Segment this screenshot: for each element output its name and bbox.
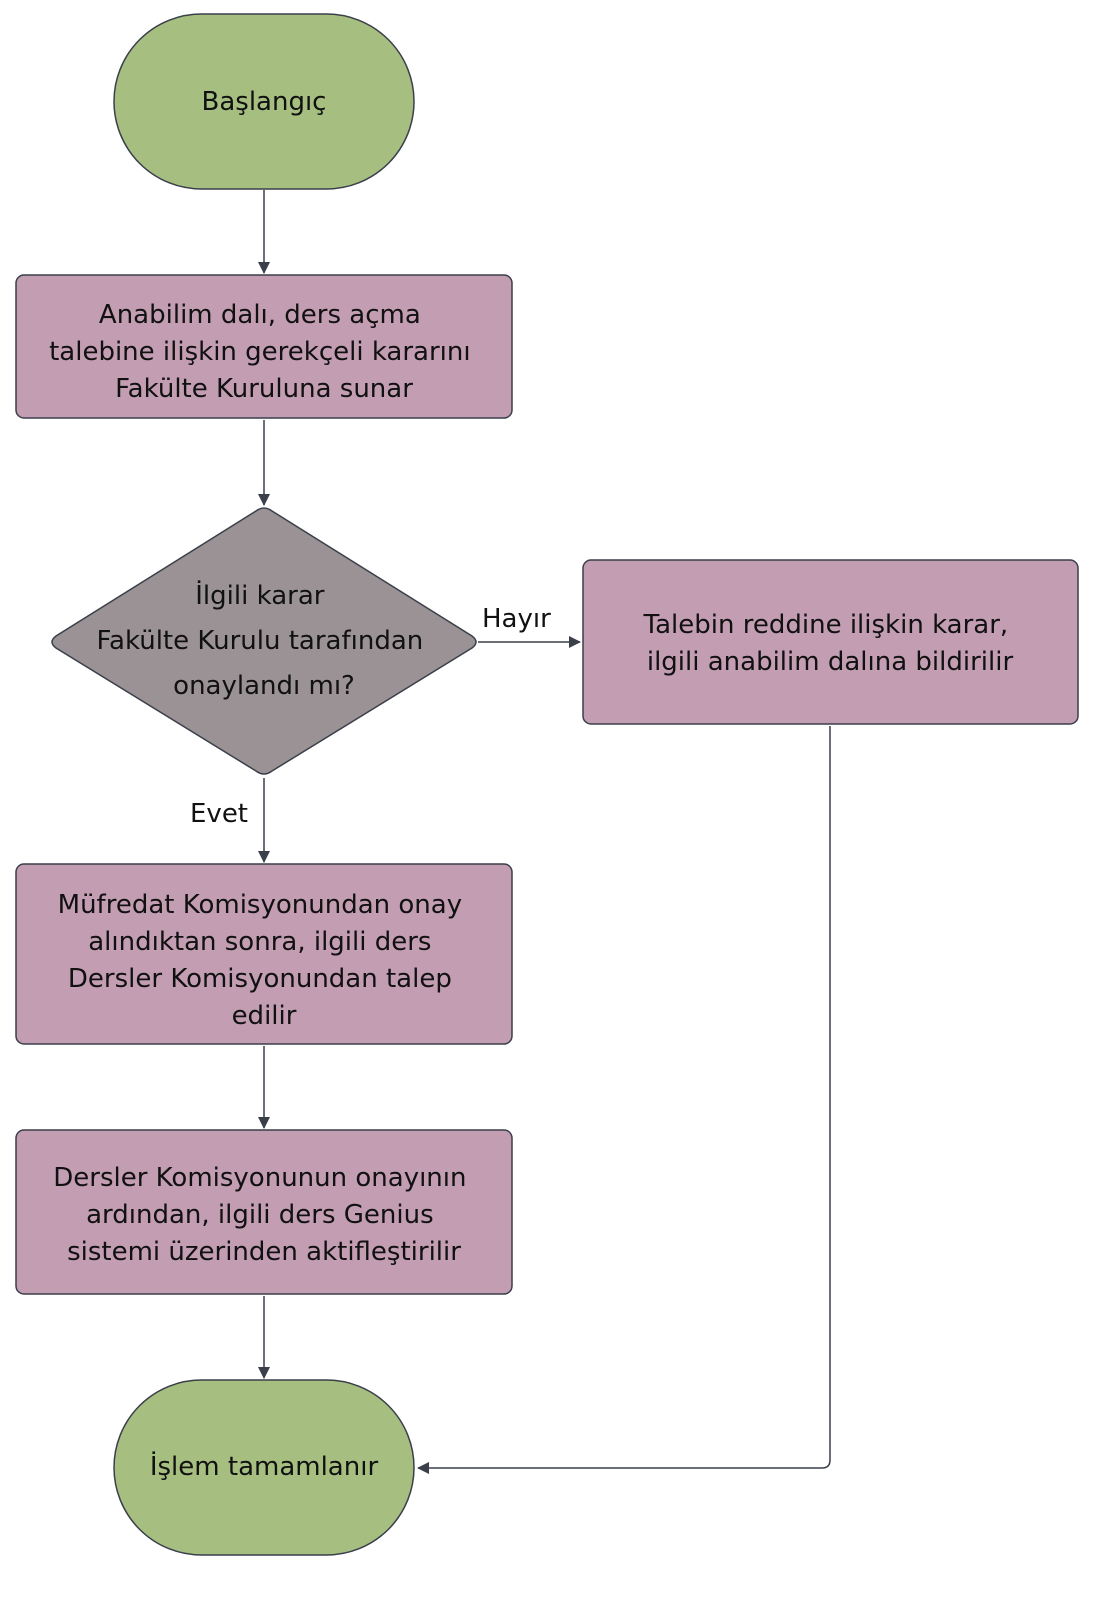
process-activate-course: Dersler Komisyonunun onayının ardından, … <box>15 1129 513 1295</box>
process-reject-notify: Talebin reddine ilişkin karar, ilgili an… <box>582 559 1079 725</box>
node-text: Talebin reddine ilişkin karar, <box>643 610 1009 640</box>
node-text: ilgili anabilim dalına bildirilir <box>647 647 1014 677</box>
node-text: Müfredat Komisyonundan onay <box>58 890 462 920</box>
node-text: edilir <box>232 1001 297 1031</box>
node-text: onaylandı mı? <box>173 671 355 701</box>
edge-label-yes: Evet <box>190 799 248 829</box>
process-submit-request: Anabilim dalı, ders açma talebine ilişki… <box>15 274 513 419</box>
node-text: İşlem tamamlanır <box>150 1450 379 1482</box>
node-text: Fakülte Kurulu tarafından <box>96 626 423 656</box>
start-terminal: Başlangıç <box>113 13 415 190</box>
node-text: Fakülte Kuruluna sunar <box>115 374 413 404</box>
svg-text:Anabilim dalı, ders açma: Anabilim dalı, ders açma talebine ilişki… <box>49 300 479 404</box>
node-text: Dersler Komisyonunun onayının <box>53 1163 466 1193</box>
node-text: Dersler Komisyonundan talep <box>68 964 452 994</box>
svg-text:İşlem tamamlanır: İşlem tamamlanır <box>150 1450 379 1482</box>
node-text: Anabilim dalı, ders açma <box>99 300 421 330</box>
node-text: Başlangıç <box>202 87 327 117</box>
node-text: alındıktan sonra, ilgili ders <box>88 927 431 957</box>
decision-approved: İlgili karar Fakülte Kurulu tarafından o… <box>51 507 477 775</box>
svg-text:İlgili karar Fakülte Kur: İlgili karar Fakülte Kurulu tarafından o… <box>96 579 431 701</box>
node-text: İlgili karar <box>195 579 324 611</box>
svg-text:Talebin reddine ilişkin karar,: Talebin reddine ilişkin karar, ilgili an… <box>643 610 1017 677</box>
node-text: talebine ilişkin gerekçeli kararını <box>49 337 471 367</box>
node-text: ardından, ilgili ders Genius <box>86 1200 434 1230</box>
svg-text:Dersler Komisyonunun onayının: Dersler Komisyonunun onayının ardından, … <box>53 1163 475 1267</box>
edge-reject-end <box>417 726 831 1474</box>
svg-text:Müfredat Komisyonundan onay: Müfredat Komisyonundan onay alındıktan s… <box>58 890 471 1031</box>
end-terminal: İşlem tamamlanır <box>113 1379 415 1556</box>
svg-text:Başlangıç: Başlangıç <box>202 87 327 117</box>
edge-label-no: Hayır <box>482 604 551 634</box>
node-text: sistemi üzerinden aktifleştirilir <box>67 1237 461 1267</box>
process-curriculum-approval: Müfredat Komisyonundan onay alındıktan s… <box>15 863 513 1045</box>
